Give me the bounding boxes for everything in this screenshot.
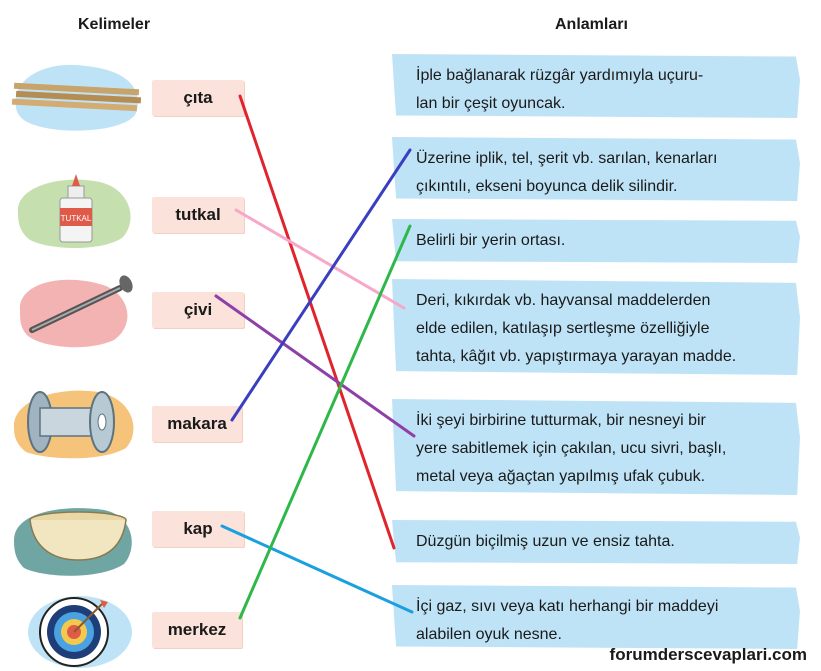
meaning-card: Deri, kıkırdak vb. hayvansal maddelerden…	[392, 279, 800, 375]
meaning-line: İple bağlanarak rüzgâr yardımıyla uçuru-	[416, 67, 704, 84]
meaning-line: Belirli bir yerin ortası.	[416, 232, 566, 249]
meaning-line: Düzgün biçilmiş uzun ve ensiz tahta.	[416, 533, 675, 550]
match-line-1	[234, 208, 406, 310]
site-credit: forumderscevaplari.com	[609, 645, 807, 664]
meaning-card: Üzerine iplik, tel, şerit vb. sarılan, k…	[392, 137, 800, 201]
meaning-line: tahta, kâğıt vb. yapıştırmaya yarayan ma…	[416, 348, 737, 365]
match-line-5	[238, 224, 412, 620]
sticks-icon	[11, 64, 142, 131]
word-merkez: merkez	[152, 612, 242, 648]
meaning-line: lan bir çeşit oyuncak.	[416, 95, 566, 112]
bowl-icon	[14, 508, 132, 576]
meaning-line: Üzerine iplik, tel, şerit vb. sarılan, k…	[416, 150, 718, 167]
meaning-line: elde edilen, katılaşıp sertleşme özelliğ…	[416, 320, 710, 337]
spool-icon	[13, 390, 134, 459]
word-civi: çivi	[152, 292, 244, 328]
match-line-4	[220, 524, 414, 614]
match-line-0	[238, 94, 396, 550]
meaning-card: Düzgün biçilmiş uzun ve ensiz tahta.	[392, 520, 800, 564]
target-icon	[28, 596, 132, 668]
match-line-2	[214, 294, 416, 438]
meaning-card: İki şeyi birbirine tutturmak, bir nesney…	[392, 399, 800, 495]
word-makara: makara	[152, 406, 242, 442]
meaning-line: Deri, kıkırdak vb. hayvansal maddelerden	[416, 292, 711, 309]
word-tutkal: tutkal	[152, 197, 244, 233]
words-column-header: Kelimeler	[78, 16, 151, 33]
meaning-line: İçi gaz, sıvı veya katı herhangi bir mad…	[416, 598, 719, 615]
meaning-line: alabilen oyuk nesne.	[416, 626, 562, 643]
nail-icon	[19, 275, 133, 348]
meaning-card: Belirli bir yerin ortası.	[392, 219, 800, 263]
bottle-label: TUTKAL	[61, 214, 92, 223]
glue-bottle-icon: TUTKAL	[17, 174, 131, 248]
meanings-column-header: Anlamları	[555, 16, 628, 33]
match-line-3	[230, 148, 412, 422]
meaning-line: yere sabitlemek için çakılan, ucu sivri,…	[416, 440, 727, 457]
meaning-line: İki şeyi birbirine tutturmak, bir nesney…	[416, 412, 706, 429]
meaning-line: çıkıntılı, ekseni boyunca delik silindir…	[416, 178, 678, 195]
meaning-card: İçi gaz, sıvı veya katı herhangi bir mad…	[392, 585, 800, 649]
meaning-card: İple bağlanarak rüzgâr yardımıyla uçuru-…	[392, 54, 800, 118]
meaning-line: metal veya ağaçtan yapılmış ufak çubuk.	[416, 468, 706, 485]
word-cita: çıta	[152, 80, 244, 116]
